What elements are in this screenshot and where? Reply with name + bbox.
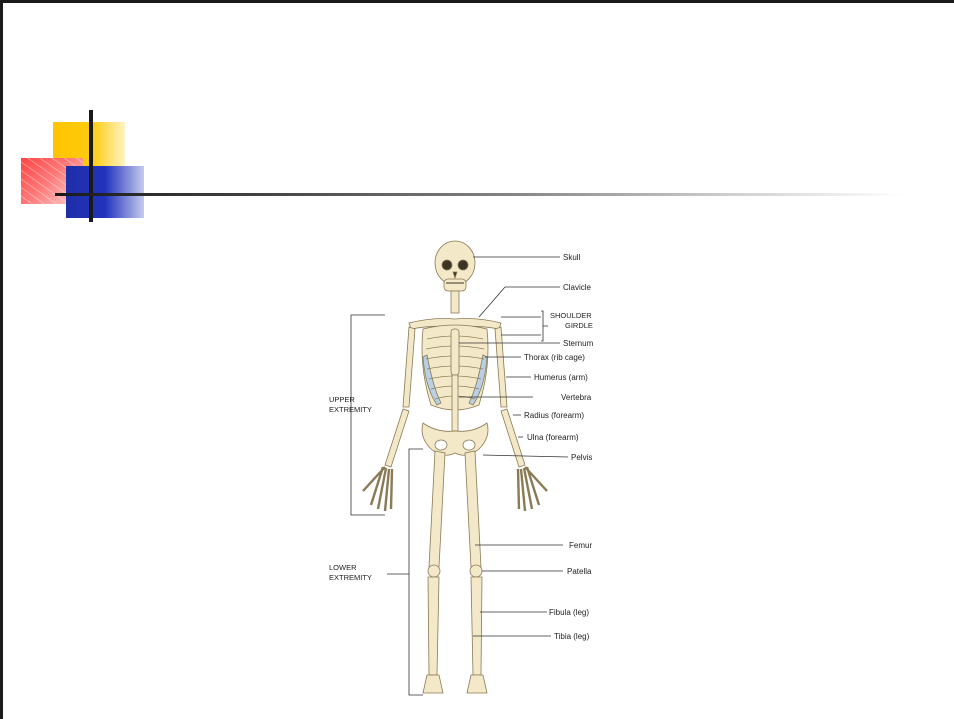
left-tibia xyxy=(428,577,439,675)
right-humerus xyxy=(495,327,507,407)
skeleton-diagram: Skull Clavicle SHOULDER GIRDLE Sternum T… xyxy=(323,237,603,713)
label-pelvis: Pelvis xyxy=(571,453,592,462)
eye-socket-right xyxy=(458,260,468,270)
left-patella xyxy=(428,565,440,577)
label-humerus: Humerus (arm) xyxy=(534,373,588,382)
label-girdle: GIRDLE xyxy=(565,321,593,330)
skeleton-svg: Skull Clavicle SHOULDER GIRDLE Sternum T… xyxy=(323,237,603,713)
title-rule xyxy=(55,193,905,196)
label-patella: Patella xyxy=(567,567,592,576)
label-lower-1: LOWER xyxy=(329,563,357,572)
right-patella xyxy=(470,565,482,577)
label-ulna: Ulna (forearm) xyxy=(527,433,579,442)
label-upper-2: EXTREMITY xyxy=(329,405,372,414)
right-foot xyxy=(467,675,487,693)
skeleton-figure xyxy=(363,241,547,693)
eye-socket-left xyxy=(442,260,452,270)
label-thorax: Thorax (rib cage) xyxy=(524,353,585,362)
left-foot xyxy=(423,675,443,693)
label-tibia: Tibia (leg) xyxy=(554,632,590,641)
sternum-bone xyxy=(451,329,459,375)
left-hand xyxy=(363,467,392,511)
right-tibia xyxy=(471,577,482,675)
right-hand xyxy=(518,467,547,511)
jaw-bone xyxy=(444,279,466,291)
spine xyxy=(452,375,458,431)
label-femur: Femur xyxy=(569,541,592,550)
left-femur xyxy=(429,451,445,567)
label-radius: Radius (forearm) xyxy=(524,411,584,420)
left-forearm xyxy=(385,409,409,467)
label-fibula: Fibula (leg) xyxy=(549,608,589,617)
label-skull: Skull xyxy=(563,253,581,262)
vertical-rule xyxy=(89,110,93,222)
label-shoulder: SHOULDER xyxy=(550,311,592,320)
neck-vertebrae xyxy=(451,291,459,313)
label-vertebra: Vertebra xyxy=(561,393,592,402)
label-lower-2: EXTREMITY xyxy=(329,573,372,582)
label-sternum: Sternum xyxy=(563,339,594,348)
label-clavicle: Clavicle xyxy=(563,283,592,292)
right-femur xyxy=(465,451,481,567)
blue-square-decoration xyxy=(66,166,144,218)
label-upper-1: UPPER xyxy=(329,395,355,404)
left-humerus xyxy=(403,327,415,407)
right-forearm xyxy=(501,409,525,467)
